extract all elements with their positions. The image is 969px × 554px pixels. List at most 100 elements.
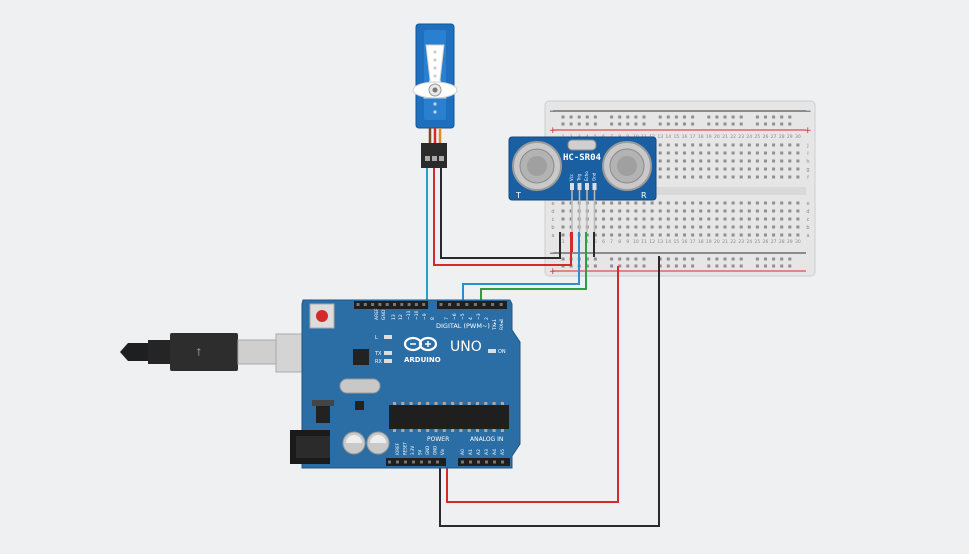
column-number: 25 (755, 134, 761, 140)
digital-pin-label: 8 (430, 317, 436, 320)
digital-label: DIGITAL (PWM~) (436, 322, 490, 330)
tx-led-label: TX (374, 351, 382, 357)
column-number: 18 (698, 134, 704, 140)
column-number: 22 (730, 134, 736, 140)
rail-plus-label-bottom: + (549, 267, 557, 277)
analog-pin-label: A5 (500, 449, 506, 455)
digital-pin-label: ~10 (414, 310, 420, 320)
row-letter: a (806, 233, 809, 239)
row-letter: b (806, 225, 809, 231)
rail-plus-label-right: + (804, 126, 812, 136)
column-number: 28 (779, 239, 785, 245)
digital-pin-label: 12 (398, 314, 404, 320)
column-number: 23 (738, 239, 744, 245)
digital-header-right[interactable] (437, 301, 507, 309)
model-label: UNO (450, 339, 482, 355)
analog-header[interactable] (458, 458, 510, 466)
column-number: 10 (633, 239, 639, 245)
row-letter: e (551, 201, 554, 207)
digital-pin-label: ~6 (452, 313, 458, 320)
top-rail-holes (561, 115, 792, 126)
sensor-t-label: T (515, 191, 521, 200)
sensor-pin-label: Trig (577, 173, 582, 182)
column-number: 29 (787, 239, 793, 245)
column-number: 19 (706, 239, 712, 245)
power-pin-label: IOREF (395, 442, 400, 455)
usb-symbol-icon: ⭡ (196, 346, 201, 359)
column-number: 17 (690, 239, 696, 245)
column-number: 13 (657, 134, 663, 140)
column-number: 16 (682, 239, 688, 245)
usb-cable[interactable]: ⭡ (120, 333, 321, 373)
column-number: 30 (795, 134, 801, 140)
column-number: 13 (657, 239, 663, 245)
column-number: 29 (787, 134, 793, 140)
digital-pin-label: 4 (468, 317, 474, 320)
rail-plus-label: + (549, 126, 557, 136)
servo-connector[interactable] (421, 143, 447, 168)
sensor-pin-label: Vcc (569, 174, 574, 181)
row-letter: a (551, 233, 554, 239)
column-number: 27 (771, 134, 777, 140)
crystal-icon (567, 139, 597, 151)
digital-pin-label: AREF (374, 308, 380, 320)
analog-pin-label: A1 (468, 449, 474, 455)
column-number: 11 (641, 239, 647, 245)
column-number: 14 (665, 134, 671, 140)
column-number: 4 (586, 239, 589, 245)
voltage-regulator (316, 405, 330, 423)
column-number: 26 (763, 239, 769, 245)
sensor-pin-label: Echo (584, 171, 589, 181)
wire-echo[interactable] (480, 232, 587, 305)
crystal-oscillator (339, 378, 381, 394)
wire-trig[interactable] (462, 232, 580, 305)
column-number: 25 (755, 239, 761, 245)
column-number: 21 (722, 239, 728, 245)
column-number: 26 (763, 134, 769, 140)
column-number: 18 (698, 239, 704, 245)
column-number: 8 (618, 239, 621, 245)
power-pin-label: GND (433, 446, 438, 455)
digital-header-left[interactable] (354, 301, 428, 309)
wires[interactable] (426, 168, 660, 527)
column-number: 22 (730, 239, 736, 245)
row-letter: d (551, 209, 554, 215)
digital-pin-label: 7 (444, 317, 450, 320)
column-number: 6 (602, 239, 605, 245)
power-pin-label: 5V (418, 449, 423, 455)
serial-pin-label: TX▸1 (492, 319, 498, 331)
power-label: POWER (427, 436, 449, 443)
wire-5v[interactable] (446, 266, 619, 503)
arduino-logo-icon (403, 336, 438, 352)
digital-pin-label: 13 (391, 314, 397, 320)
on-label: ON (498, 349, 506, 355)
column-number: 5 (594, 239, 597, 245)
usb-chip (353, 349, 369, 365)
row-letter: f (807, 175, 809, 181)
digital-pin-label: 2 (484, 317, 490, 320)
power-header[interactable] (386, 458, 446, 466)
column-number: 30 (795, 239, 801, 245)
column-number: 15 (674, 134, 680, 140)
row-letter: e (806, 201, 809, 207)
analog-pin-label: A3 (484, 449, 490, 455)
power-pin-label: Vin (440, 448, 445, 455)
column-number: 27 (771, 239, 777, 245)
wire-gnd[interactable] (439, 256, 660, 527)
analog-pin-label: A4 (492, 449, 498, 455)
column-number: 7 (610, 239, 613, 245)
reset-icon (316, 310, 328, 322)
servo-motor[interactable] (412, 23, 458, 168)
power-pin-label: RESET (403, 442, 408, 455)
row-letter: g (806, 167, 809, 173)
row-letter: d (806, 209, 809, 215)
wire-servo-ground[interactable] (440, 168, 561, 259)
column-number: 21 (722, 134, 728, 140)
rail-minus-label-bottom: − (549, 249, 557, 259)
power-pin-label: 3.3V (410, 446, 415, 455)
digital-pin-label: ~11 (406, 310, 412, 320)
